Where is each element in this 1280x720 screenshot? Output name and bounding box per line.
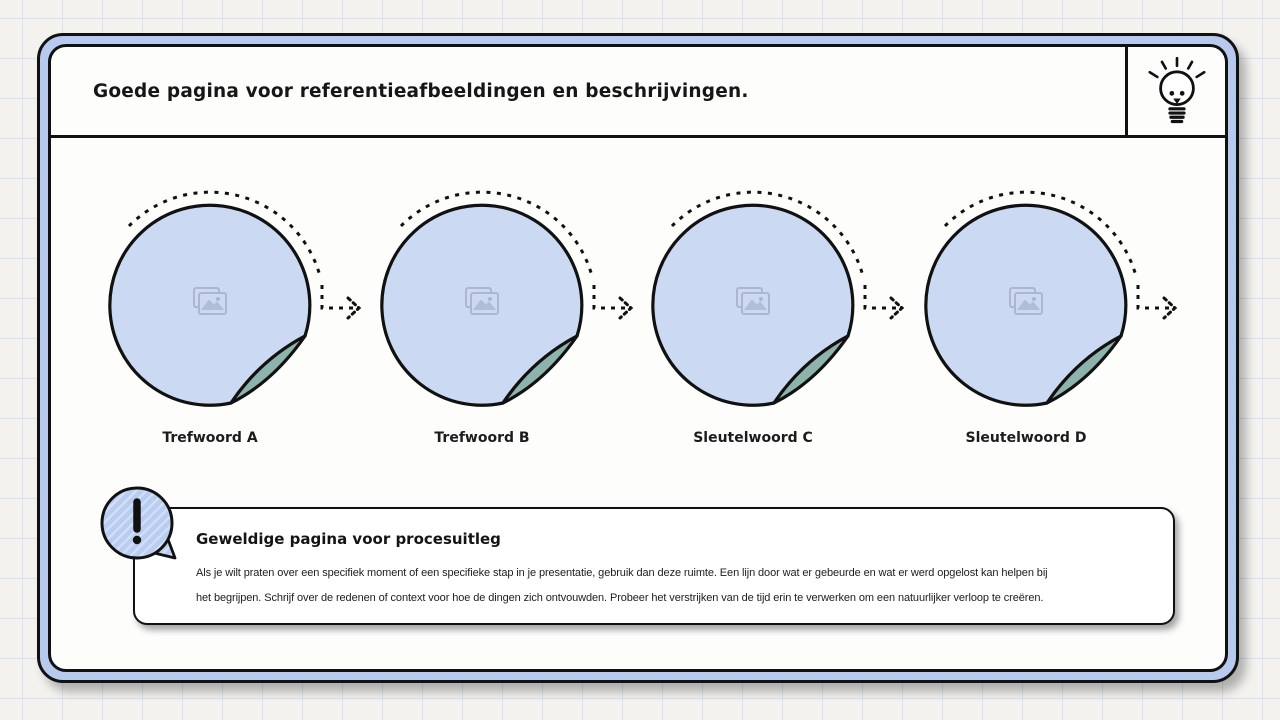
page-title: Goede pagina voor referentieafbeeldingen… [93, 80, 749, 102]
keyword-label: Trefwoord A [162, 430, 258, 446]
keyword-item: Trefwoord A [105, 190, 375, 458]
callout-body-line: het begrijpen. Schrijf over de redenen o… [196, 592, 1044, 604]
slide-frame: Goede pagina voor referentieafbeeldingen… [37, 33, 1239, 683]
lightbulb-icon [1147, 57, 1207, 125]
keyword-item: Trefwoord B [377, 190, 647, 458]
keyword-item: Sleutelwoord D [921, 190, 1191, 458]
keyword-label: Sleutelwoord D [965, 430, 1087, 446]
keyword-label: Trefwoord B [434, 430, 530, 446]
slide-header: Goede pagina voor referentieafbeeldingen… [51, 47, 1225, 138]
callout-box: Geweldige pagina voor procesuitleg Als j… [133, 507, 1175, 625]
callout-body: Als je wilt praten over een specifiek mo… [196, 561, 1153, 611]
keyword-label: Sleutelwoord C [693, 430, 813, 446]
header-icon-cell [1125, 47, 1225, 135]
image-placeholder-icon[interactable] [921, 190, 1191, 438]
keyword-item: Sleutelwoord C [648, 190, 918, 458]
image-placeholder-icon[interactable] [648, 190, 918, 438]
callout-body-line: Als je wilt praten over een specifiek mo… [196, 567, 1048, 579]
callout-heading: Geweldige pagina voor procesuitleg [196, 530, 501, 548]
image-placeholder-icon[interactable] [377, 190, 647, 438]
title-area: Goede pagina voor referentieafbeeldingen… [51, 47, 1125, 135]
exclamation-speech-bubble-icon [95, 481, 183, 569]
image-placeholder-icon[interactable] [105, 190, 375, 438]
slide-card: Goede pagina voor referentieafbeeldingen… [48, 44, 1228, 672]
